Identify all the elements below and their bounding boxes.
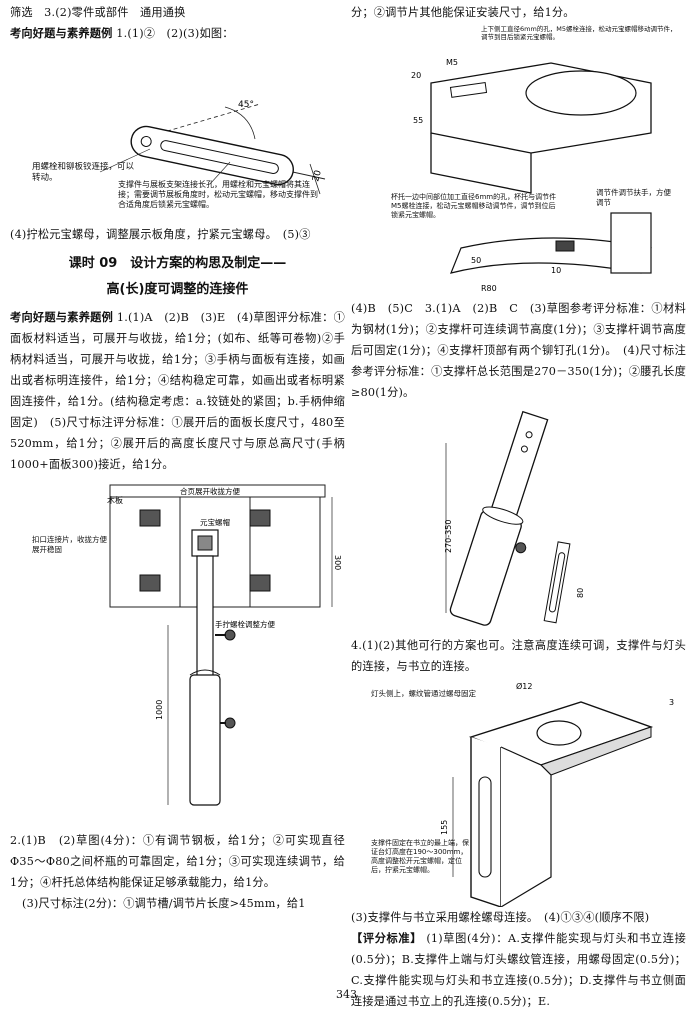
figure-support-rod: 270-350 80 — [444, 410, 585, 626]
paragraph-5: 4.(1)(2)其他可行的方案也可。注意高度连续可调，支撑件与灯头的连接，与书立… — [351, 639, 686, 673]
dim-270-350: 270-350 — [444, 520, 453, 553]
dim-1000: 1000 — [155, 700, 164, 720]
note-lamp: 灯头侧上，螺纹管通过螺母固定 — [371, 689, 476, 698]
section-label: 考向好题与素养题例 — [10, 27, 113, 40]
lesson-title: 课时 09 设计方案的构思及制定—— — [68, 256, 287, 271]
lesson-subtitle: 高(长)度可调整的连接件 — [106, 282, 249, 297]
line-example-1: 考向好题与素养题例 1.(1)② (2)(3)如图： — [10, 23, 345, 44]
label-10: 10 — [551, 266, 561, 275]
label-board: 木板 — [107, 495, 123, 505]
note-adjust: 调节件调节扶手，方便调节 — [596, 188, 671, 207]
dimension-label: 20 — [311, 169, 324, 183]
figure-panel-bracket: 45° 20 用螺栓和铆板铰连接，可以转动。 支撑件与展板支架连接长孔，用螺栓和… — [32, 100, 326, 209]
label-m5: M5 — [446, 58, 458, 67]
line-filter: 筛选 3.(2)零件或部件 通用通换 — [10, 6, 186, 19]
note-mid: 杯托一边中间部位加工直径6mm的孔，杯托与调节件M5螺栓连接，松动元宝螺帽移动调… — [391, 193, 557, 219]
label-nut: 元宝螺帽 — [200, 517, 230, 527]
answer-text: 1.(1)② (2)(3)如图： — [116, 27, 234, 40]
paragraph-text: 1.(1)A (2)B (3)E (4)草图评分标准：①面板材料适当，可展开与收… — [10, 311, 345, 471]
line-continue: 分；②调节片其他能保证安装尺寸，给1分。 — [351, 6, 575, 19]
note-top: 上下侧工直径6mm的孔，M5螺栓连接，松动元宝螺帽移动调节件，调节到目后锁紧元宝… — [481, 25, 677, 41]
label-hinge: 合页展开收拢方便 — [180, 486, 240, 496]
section-label: 考向好题与素养题例 — [10, 311, 114, 324]
label-r80: R80 — [481, 284, 497, 293]
label-20: 20 — [411, 71, 421, 80]
annotation-slot: 支撑件与展板支架连接长孔，用螺栓和元宝螺帽将其连接；需要调节展板角度时，松动元宝… — [118, 180, 318, 209]
paragraph-4: (4)B (5)C 3.(1)A (2)B C (3)草图参考评分标准：①材料为… — [351, 302, 686, 399]
paragraph-2: 2.(1)B (2)草图(4分)：①有调节钢板，给1分；②可实现直径Φ35～Φ8… — [10, 834, 345, 889]
label-3: 3 — [669, 698, 674, 707]
label-phi12: Ø12 — [516, 681, 532, 691]
dim-80: 80 — [576, 588, 585, 598]
label-155: 155 — [440, 820, 449, 835]
note-support: 支撑件固定在书立的最上端，保证台灯高度在190～300mm，高度调整松开元宝螺帽… — [371, 839, 469, 874]
label-50: 50 — [471, 256, 481, 265]
section-label: 【评分标准】 — [351, 932, 423, 945]
left-column: 筛选 3.(2)零件或部件 通用通换 考向好题与素养题例 1.(1)② (2)(… — [10, 0, 345, 914]
line-answer-4: (4)拧松元宝螺母，调整展示板角度，拧紧元宝螺母。 (5)③ — [10, 228, 311, 241]
paragraph-7: 【评分标准】 (1)草图(4分)：A.支撑件能实现与灯头和书立连接(0.5分)；… — [351, 928, 686, 1010]
paragraph-3: (3)尺寸标注(2分)：①调节槽/调节片长度>45mm，给1 — [22, 897, 306, 910]
paragraph-text: (1)草图(4分)：A.支撑件能实现与灯头和书立连接(0.5分)；B.支撑件上端… — [351, 932, 687, 1008]
label-buckle: 扣口连接片，收拢方便展开稳固 — [32, 535, 107, 554]
figure-lamp-bracket: Ø12 3 灯头侧上，螺纹管通过螺母固定 155 支撑件固定在书立的最上端，保证… — [371, 681, 674, 907]
label-55: 55 — [413, 116, 423, 125]
annotation-hinge: 用螺栓和铆板铰连接，可以转动。 — [32, 162, 135, 183]
angle-label: 45° — [238, 100, 254, 110]
paragraph-6: (3)支撑件与书立采用螺栓螺母连接。 (4)①③④(顺序不限) — [351, 911, 650, 924]
label-bolt: 手拧螺栓调整方便 — [215, 619, 275, 629]
page-number: 343 — [336, 988, 357, 1001]
figure-cup-holder: 上下侧工直径6mm的孔，M5螺栓连接，松动元宝螺帽移动调节件，调节到目后锁紧元宝… — [391, 25, 677, 293]
paragraph-1: 考向好题与素养题例 1.(1)A (2)B (3)E (4)草图评分标准：①面板… — [10, 307, 345, 475]
right-column: 分；②调节片其他能保证安装尺寸，给1分。 上下侧工直径6mm的孔，M5螺栓连接，… — [351, 0, 686, 1010]
figure-folding-board: 木板 合页展开收拢方便 元宝螺帽 扣口连接片，收拢方便展开稳固 300 手拧螺栓… — [32, 484, 342, 806]
dim-300: 300 — [333, 555, 342, 570]
